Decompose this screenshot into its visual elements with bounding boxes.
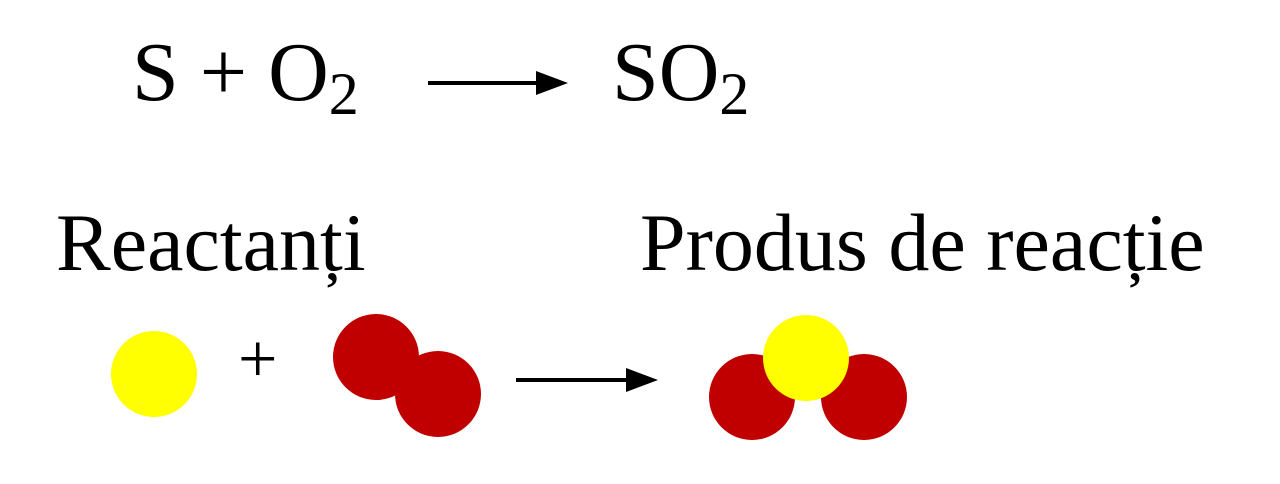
equation-reactants: S + O2 <box>132 26 359 125</box>
oxygen-symbol: O <box>268 26 329 119</box>
product-sulfur-atom <box>763 315 849 401</box>
product-formula: SO <box>612 26 720 119</box>
equation-plus: + <box>199 26 248 119</box>
chemical-equation: S + O2 SO2 <box>0 26 1280 125</box>
product-label: Produs de reacție <box>640 197 1205 288</box>
molecule-svg <box>111 314 907 440</box>
reaction-arrow-icon <box>516 368 658 392</box>
equation-product: SO2 <box>612 26 749 125</box>
sulfur-symbol: S <box>132 26 179 119</box>
oxygen-subscript: 2 <box>328 61 359 127</box>
oxygen-atom-1 <box>333 314 419 400</box>
product-subscript: 2 <box>719 61 750 127</box>
molecule-diagram: + <box>0 300 1280 460</box>
equation-arrow-icon <box>428 71 568 95</box>
molecule-plus: + <box>238 321 278 398</box>
sulfur-atom <box>111 331 197 417</box>
oxygen-atom-2 <box>395 351 481 437</box>
reactants-label: Reactanți <box>56 197 366 288</box>
